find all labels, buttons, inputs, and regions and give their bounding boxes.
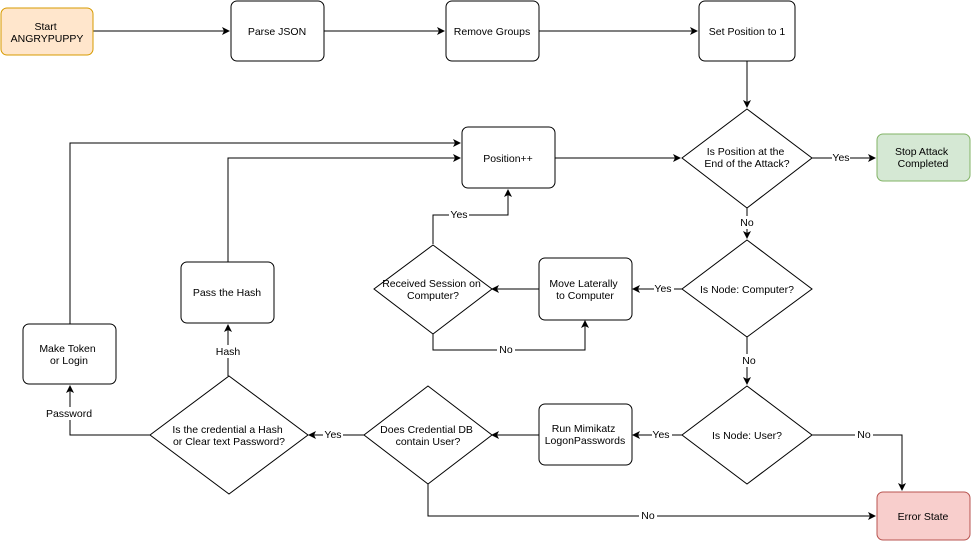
- label-end-yes: Yes: [832, 152, 849, 164]
- node-position-increment: Position++: [461, 126, 556, 189]
- node-make-token-line2: or Login: [50, 355, 88, 367]
- node-parse-json: Parse JSON: [230, 0, 325, 62]
- node-run-mimikatz: Run Mimikatz LogonPasswords: [538, 403, 633, 466]
- node-start-line2: ANGRYPUPPY: [11, 33, 84, 45]
- node-credential-db-decision: Does Credential DB contain User?: [363, 385, 493, 485]
- node-start-line1: Start: [34, 21, 56, 33]
- svg-text:Error State: Error State: [898, 511, 949, 523]
- svg-text:Is the credential a Hash: Is the credential a Hash or Clear text P…: [172, 424, 285, 448]
- edge-creddb-no: [427, 484, 876, 520]
- node-set-position-line1: Set Position to 1: [709, 26, 786, 38]
- label-user-yes: Yes: [652, 429, 669, 441]
- label-computer-no: No: [742, 355, 756, 367]
- svg-text:Set Position to 1: Set Position to 1: [709, 26, 786, 38]
- node-is-end-line1: Is Position at the: [707, 146, 785, 158]
- node-is-computer-line1: Is Node: Computer?: [700, 284, 794, 296]
- edge-session-yes: [432, 189, 512, 244]
- node-set-position: Set Position to 1: [698, 0, 796, 62]
- edge-token-to-position: [69, 139, 461, 324]
- svg-text:Is Position at the End: Is Position at the End of the Attack?: [704, 146, 789, 170]
- svg-text:Make Token or Login: Make Token or Login: [39, 343, 98, 367]
- svg-text:Position++: Position++: [483, 153, 533, 165]
- label-password: Password: [46, 408, 92, 420]
- label-session-yes: Yes: [450, 209, 467, 221]
- svg-text:Stop Attack Completed: Stop Attack Completed: [895, 146, 951, 170]
- label-user-no: No: [857, 429, 871, 441]
- edge-user-no: [812, 434, 906, 491]
- edge-labels: Yes No Yes No Yes No Yes No Yes No Hash …: [45, 151, 873, 522]
- node-is-computer-decision: Is Node: Computer?: [681, 239, 813, 338]
- node-stop-attack-shape: [877, 134, 970, 181]
- node-error-state-line1: Error State: [898, 511, 949, 523]
- svg-text:Remove Groups: Remove Groups: [454, 26, 530, 38]
- node-make-token-line1: Make Token: [39, 343, 96, 355]
- svg-text:Does Credential DB con: Does Credential DB contain User?: [380, 424, 476, 448]
- node-move-laterally-line1: Move Laterally: [549, 278, 618, 290]
- label-hash: Hash: [216, 346, 241, 358]
- node-stop-attack-line2: Completed: [898, 158, 949, 170]
- node-pass-the-hash-line1: Pass the Hash: [193, 287, 261, 299]
- edge-passhash-to-position: [227, 154, 461, 262]
- label-creddb-yes: Yes: [324, 429, 341, 441]
- node-credential-type-line2: or Clear text Password?: [173, 436, 285, 448]
- node-pass-the-hash: Pass the Hash: [180, 261, 275, 324]
- node-credential-db-line1: Does Credential DB: [380, 424, 473, 436]
- node-make-token: Make Token or Login: [22, 323, 117, 385]
- node-parse-json-line1: Parse JSON: [248, 26, 306, 38]
- node-credential-db-line2: contain User?: [396, 436, 461, 448]
- node-run-mimikatz-line2: LogonPasswords: [545, 435, 626, 447]
- svg-text:Run Mimikatz LogonPass: Run Mimikatz LogonPasswords: [545, 423, 626, 447]
- svg-text:Received Session on Co: Received Session on Computer?: [382, 278, 484, 302]
- node-error-state: Error State: [876, 491, 971, 541]
- edge-password: [66, 385, 150, 436]
- node-start: Start ANGRYPUPPY: [0, 7, 94, 56]
- node-run-mimikatz-line1: Run Mimikatz: [552, 423, 616, 435]
- node-stop-attack-line1: Stop Attack: [895, 146, 949, 158]
- label-creddb-no: No: [641, 510, 655, 522]
- svg-text:Is Node: Computer?: Is Node: Computer?: [700, 284, 794, 296]
- node-position-increment-line1: Position++: [483, 153, 533, 165]
- node-received-session-decision: Received Session on Computer?: [373, 244, 493, 335]
- label-session-no: No: [499, 344, 513, 356]
- node-remove-groups: Remove Groups: [445, 0, 540, 62]
- label-computer-yes: Yes: [654, 283, 671, 295]
- node-credential-type-decision: Is the credential a Hash or Clear text P…: [149, 375, 309, 495]
- svg-text:Parse JSON: Parse JSON: [248, 26, 306, 38]
- node-is-user-line1: Is Node: User?: [712, 430, 782, 442]
- svg-text:Start ANGRYPUPPY: Start ANGRYPUPPY: [11, 21, 84, 45]
- node-received-session-line2: Computer?: [407, 290, 459, 302]
- node-move-laterally-line2: to Computer: [556, 290, 614, 302]
- node-is-end-line2: End of the Attack?: [704, 158, 789, 170]
- node-is-user-decision: Is Node: User?: [681, 385, 813, 485]
- node-error-state-shape: [877, 492, 970, 540]
- node-credential-type-line1: Is the credential a Hash: [172, 424, 282, 436]
- node-stop-attack: Stop Attack Completed: [876, 133, 971, 182]
- node-start-shape: [1, 8, 93, 55]
- svg-text:Move Laterally to Comp: Move Laterally to Computer: [549, 278, 620, 302]
- label-end-no: No: [740, 217, 754, 229]
- node-is-end-decision: Is Position at the End of the Attack?: [681, 108, 813, 209]
- node-move-laterally: Move Laterally to Computer: [538, 257, 633, 321]
- svg-text:Is Node: User?: Is Node: User?: [712, 430, 782, 442]
- node-received-session-line1: Received Session on: [382, 278, 481, 290]
- svg-text:Pass the Hash: Pass the Hash: [193, 287, 261, 299]
- node-remove-groups-line1: Remove Groups: [454, 26, 530, 38]
